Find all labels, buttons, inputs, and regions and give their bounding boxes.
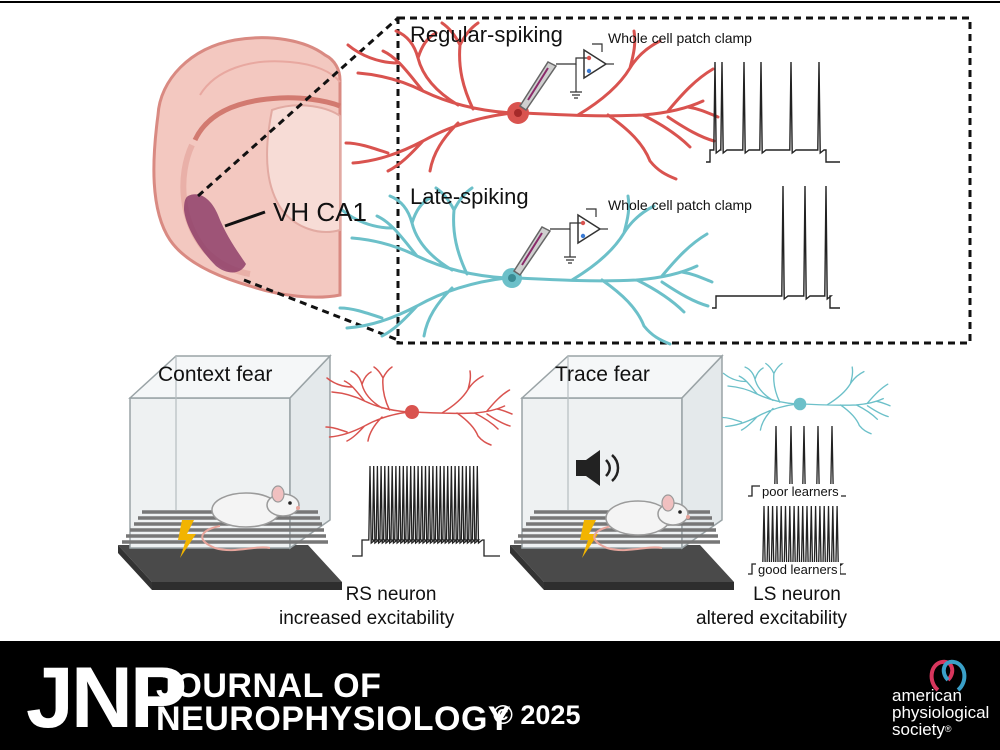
poor-learners-label: poor learners <box>760 484 841 499</box>
zoom-line-bottom <box>243 278 399 342</box>
rs-method-label: Whole cell patch clamp <box>608 30 752 46</box>
inset-box <box>396 16 972 345</box>
trace-fear-title: Trace fear <box>555 363 650 386</box>
rs-trace <box>706 61 840 163</box>
copyright-label: © 2025 <box>493 700 581 730</box>
aps-logo-icon <box>929 659 967 692</box>
poor-learners-trace <box>748 425 846 497</box>
registered-mark: ® <box>944 724 952 734</box>
trace-caption-line2: altered excitability <box>696 608 848 629</box>
ca1-pointer <box>224 210 266 228</box>
rs-title: Regular-spiking <box>410 22 563 47</box>
ls-trace <box>712 185 840 309</box>
brain-section-illustration <box>152 36 342 299</box>
vh-ca1-region <box>184 194 246 273</box>
context-caption-line2: increased excitability <box>279 608 455 629</box>
society-line1: american <box>892 686 962 705</box>
trace-caption-line1: LS neuron <box>753 584 841 605</box>
ls-method-label: Whole cell patch clamp <box>608 197 752 213</box>
society-line2: physiological <box>892 703 990 722</box>
figure-canvas <box>0 1 1000 590</box>
trace-fear-chamber <box>510 354 734 590</box>
ls-title: Late-spiking <box>410 184 529 209</box>
context-fear-title: Context fear <box>158 363 273 386</box>
rs-pipette <box>518 43 614 112</box>
trace-ls-neuron <box>721 362 892 435</box>
context-rs-neuron <box>324 365 514 447</box>
journal-footer <box>0 641 1000 750</box>
ls-pipette <box>512 208 608 277</box>
good-learners-label: good learners <box>756 562 840 577</box>
context-rs-trace <box>352 465 500 557</box>
journal-title-line2: NEUROPHYSIOLOGY <box>156 700 512 738</box>
context-fear-chamber <box>118 354 342 590</box>
context-mouse <box>201 485 300 552</box>
journal-abbrev: JNP <box>26 650 187 746</box>
speaker-icon <box>576 450 620 486</box>
journal-title-line1: JOURNAL OF <box>156 667 382 705</box>
zoom-line-top <box>197 16 399 198</box>
region-label: VH CA1 <box>273 197 367 227</box>
graphical-abstract: VH CA1 Regular-spiking Whole cell patch … <box>0 1 1000 629</box>
trace-mouse <box>593 494 690 552</box>
context-caption-line1: RS neuron <box>345 584 437 605</box>
society-line3: society® <box>892 720 952 739</box>
